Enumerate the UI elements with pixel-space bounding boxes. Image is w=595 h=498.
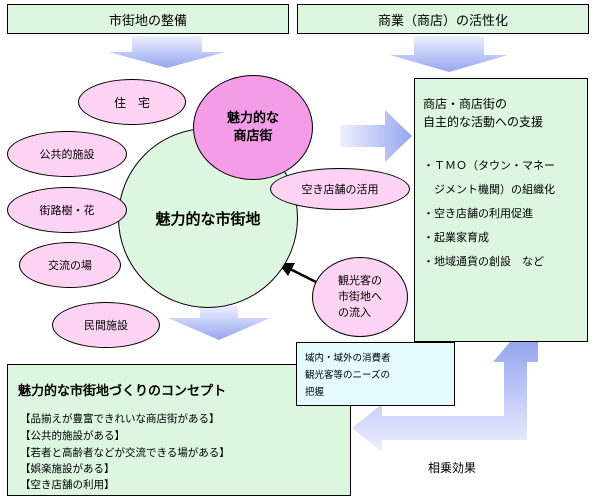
shop-circle-label: 魅力的な 商店街 (226, 110, 279, 144)
concept-item: 【若者と高齢者などが交流できる場がある】 (20, 447, 230, 459)
ellipse-label: 公共的施設 (39, 148, 95, 161)
header-right-box: 商業（商店）の活性化 (297, 4, 589, 34)
header-right-label: 商業（商店）の活性化 (377, 13, 508, 29)
support-box: 商店・商店街の 自主的な活動への支援 ・ＴＭＯ（タウン・マネー ジメント機関）の… (414, 78, 588, 342)
header-left-label: 市街地の整備 (108, 13, 187, 29)
shop-circle: 魅力的な 商店街 (193, 75, 313, 180)
support-title: 商店・商店街の 自主的な活動への支援 (423, 97, 544, 129)
down-arrow-right (390, 36, 508, 72)
support-item: ・起業家育成 (423, 231, 489, 244)
support-item: ・空き店舗の利用促進 (423, 207, 533, 220)
concept-item: 【空き店舗の利用】 (20, 479, 115, 491)
ellipse-exchange-place: 交流の場 (19, 242, 121, 288)
ellipse-label: 街路樹・花 (39, 204, 95, 217)
ellipse-tourist: 観光客の 市街地へ の流入 (312, 257, 408, 337)
ellipse-label: 空き店舗の活用 (301, 183, 379, 196)
concept-item: 【品揃えが豊富できれいな商店街がある】 (20, 413, 220, 425)
support-item: ジメント機関）の組織化 (423, 183, 555, 196)
support-item: ・ＴＭＯ（タウン・マネー (423, 159, 555, 172)
main-circle-label: 魅力的な市街地 (155, 209, 261, 228)
synergy-u-arrow (352, 342, 538, 452)
ellipse-housing: 住 宅 (78, 79, 186, 125)
concept-box: 魅力的な市街地づくりのコンセプト 【品揃えが豊富できれいな商店街がある】 【公共… (7, 364, 351, 496)
down-arrow-to-concept (168, 306, 270, 340)
down-arrow-left (109, 36, 225, 68)
right-arrow-to-support (340, 110, 412, 162)
ellipse-public-facilities: 公共的施設 (7, 131, 127, 177)
ellipse-label: 交流の場 (48, 259, 92, 272)
concept-item: 【公共的施設がある】 (20, 430, 125, 442)
needs-box: 域内・域外の消費者 観光客等のニーズの 把握 (296, 342, 455, 406)
ellipse-label: 民間施設 (84, 319, 128, 332)
support-item: ・地域通貨の創設 など (423, 255, 544, 268)
concept-title: 魅力的な市街地づくりのコンセプト (18, 384, 227, 399)
header-left-box: 市街地の整備 (7, 4, 289, 34)
ellipse-label: 観光客の 市街地へ の流入 (338, 274, 382, 319)
ellipse-label: 住 宅 (113, 95, 150, 110)
ellipse-vacant-shop: 空き店舗の活用 (270, 168, 410, 210)
synergy-label: 相乗効果 (428, 461, 477, 475)
ellipse-private-facilities: 民間施設 (52, 302, 160, 348)
needs-text: 域内・域外の消費者 観光客等のニーズの 把握 (305, 353, 391, 398)
ellipse-street-trees: 街路樹・花 (7, 187, 127, 233)
concept-item: 【娯楽施設がある】 (20, 463, 115, 475)
